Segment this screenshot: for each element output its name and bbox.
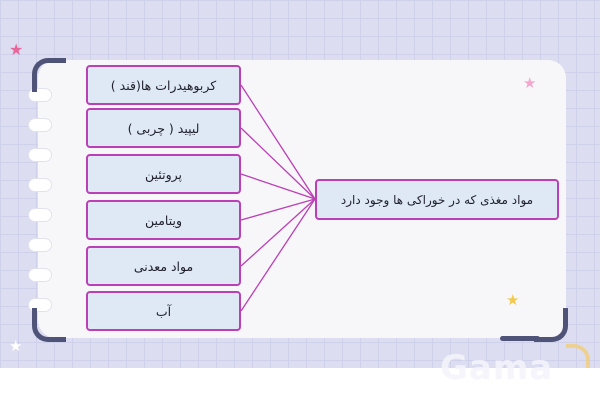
nutrient-label: کربوهیدرات ها(قند )	[110, 77, 217, 93]
connector-group	[240, 84, 316, 312]
connector-line	[240, 127, 316, 200]
binder-ring	[28, 118, 52, 132]
nutrient-box-carbohydrates: کربوهیدرات ها(قند )	[86, 65, 241, 105]
nutrient-box-water: آب	[86, 291, 241, 331]
binder-ring	[28, 178, 52, 192]
star-icon: ★	[9, 40, 24, 59]
star-icon: ★	[9, 337, 23, 355]
nutrient-box-lipids: لیپید ( چربی )	[86, 108, 241, 148]
binder-ring	[28, 148, 52, 162]
nutrient-label: ویتامین	[144, 212, 183, 228]
frame-bar-bottom-right	[500, 336, 540, 341]
binder-ring	[28, 268, 52, 282]
watermark-accent	[566, 344, 590, 368]
connector-line	[240, 198, 316, 221]
frame-corner-bottom-right	[534, 308, 568, 342]
central-concept-box: مواد مغذی که در خوراکی ها وجود دارد	[315, 179, 559, 220]
star-icon: ★	[506, 291, 520, 309]
nutrient-label: پروتئین	[145, 166, 182, 182]
connector-line	[240, 198, 316, 267]
nutrient-box-vitamin: ویتامین	[86, 200, 241, 240]
frame-corner-bottom-left	[32, 308, 66, 342]
frame-corner-top-left	[32, 58, 66, 92]
nutrient-label: لیپید ( چربی )	[127, 120, 200, 136]
connector-line	[240, 84, 316, 200]
nutrient-box-protein: پروتئین	[86, 154, 241, 194]
binder-ring	[28, 238, 52, 252]
star-icon: ★	[523, 74, 537, 92]
nutrient-label: مواد معدنی	[133, 258, 194, 274]
connector-line	[240, 198, 316, 312]
binder-ring	[28, 208, 52, 222]
connector-line	[240, 173, 316, 200]
bottom-band	[0, 368, 600, 400]
watermark-logo: Gama	[440, 348, 554, 388]
nutrient-label: آب	[155, 303, 172, 319]
nutrient-box-minerals: مواد معدنی	[86, 246, 241, 286]
central-concept-label: مواد مغذی که در خوراکی ها وجود دارد	[340, 192, 534, 207]
